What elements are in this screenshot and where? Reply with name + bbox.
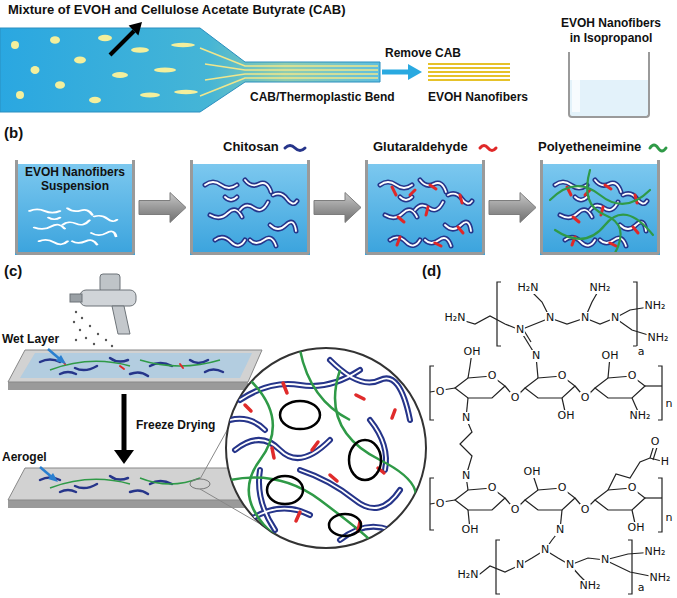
atom-label: NH₂ xyxy=(589,282,612,294)
pei-sample xyxy=(650,145,666,151)
atom-label: OH xyxy=(601,350,620,362)
atom-label: N xyxy=(545,312,555,324)
glutaraldehyde-sample xyxy=(480,146,496,151)
process-arrow xyxy=(139,193,186,223)
atom-label: H₂N xyxy=(444,312,467,324)
atom-label: H₂N xyxy=(457,569,480,581)
atom-label: N xyxy=(461,412,471,424)
atom-label: H xyxy=(660,456,670,468)
atom-label: O xyxy=(627,482,638,494)
atom-label: NH₂ xyxy=(629,410,652,422)
beaker: EVOH Nanofibers Suspension xyxy=(15,160,135,255)
atom-label: N xyxy=(555,524,565,536)
caption-label: CAB/Thermoplastic Bend xyxy=(250,90,395,105)
atom-label: n xyxy=(665,512,674,524)
atom-label: OH xyxy=(557,410,576,422)
atom-label: N xyxy=(515,324,525,336)
atom-label: a xyxy=(637,346,646,358)
atom-label: N xyxy=(565,559,575,571)
atom-label: N xyxy=(610,312,620,324)
beaker: Chitosan xyxy=(190,160,310,255)
atom-label: O xyxy=(487,482,498,494)
zoom-circle xyxy=(226,348,426,548)
atom-label: NH₂ xyxy=(644,546,667,558)
atom-label: NH₂ xyxy=(649,572,672,584)
atom-label: n xyxy=(665,398,674,410)
spray-gun xyxy=(70,274,136,347)
caption-label: Aerogel xyxy=(2,450,47,465)
beaker: Glutaraldehyde xyxy=(365,160,485,255)
atom-label: N xyxy=(515,559,525,571)
panel-letter: (c) xyxy=(4,262,22,280)
panel-letter: (d) xyxy=(422,262,441,280)
atom-label: O xyxy=(580,392,591,404)
panel-letter: (b) xyxy=(4,124,23,142)
atom-label: O xyxy=(435,498,446,510)
caption-label: Freeze Drying xyxy=(136,418,215,433)
process-arrow xyxy=(489,193,536,223)
atom-label: OH xyxy=(461,524,480,536)
atom-label: N xyxy=(540,544,550,556)
beaker: EVOH Nanofibers in Isopropanol xyxy=(568,52,650,118)
atom-label: O xyxy=(487,370,498,382)
atom-label: N xyxy=(461,470,471,482)
extruder xyxy=(0,22,648,117)
process-arrow xyxy=(314,193,361,223)
atom-label: O xyxy=(557,482,568,494)
atom-label: NH₂ xyxy=(647,332,670,344)
atom-label: N xyxy=(580,312,590,324)
atom-label: O xyxy=(510,392,521,404)
beaker-liquid xyxy=(570,80,648,117)
caption-label: Remove CAB xyxy=(385,46,461,61)
beaker-contents xyxy=(15,145,666,255)
freeze-drying-arrow xyxy=(114,394,134,464)
atom-label: O xyxy=(557,370,568,382)
caption-label: Wet Layer xyxy=(2,332,59,347)
beaker-heading: Chitosan xyxy=(223,139,279,155)
atom-label: a xyxy=(637,582,646,594)
beaker-heading: EVOH Nanofibers in Isopropanol xyxy=(557,16,665,46)
atom-label: OH xyxy=(627,522,646,534)
chitosan-sample xyxy=(285,146,305,151)
caption-label: EVOH Nanofibers xyxy=(428,90,528,105)
beaker-heading: Polyetheneimine xyxy=(538,139,641,155)
beaker-label: EVOH Nanofibers Suspension xyxy=(18,160,132,198)
atom-label: OH xyxy=(463,346,482,358)
atom-label: NH₂ xyxy=(579,580,602,592)
chemical-structure xyxy=(430,282,665,594)
atom-label: O xyxy=(627,370,638,382)
atom-label: O xyxy=(650,436,661,448)
atom-label: N xyxy=(531,350,541,362)
atom-label: N xyxy=(600,554,610,566)
beaker-heading: Glutaraldehyde xyxy=(373,139,468,155)
atom-label: H₂N xyxy=(517,282,540,294)
atom-label: NH₂ xyxy=(644,300,667,312)
wet-layer-plate xyxy=(8,349,262,390)
atom-label: O xyxy=(435,386,446,398)
beaker: Polyetheneimine xyxy=(540,160,660,255)
atom-label: OH xyxy=(523,466,542,478)
caption-label: Mixture of EVOH and Cellulose Acetate Bu… xyxy=(8,2,346,18)
atom-label: O xyxy=(580,504,591,516)
atom-label: O xyxy=(510,504,521,516)
